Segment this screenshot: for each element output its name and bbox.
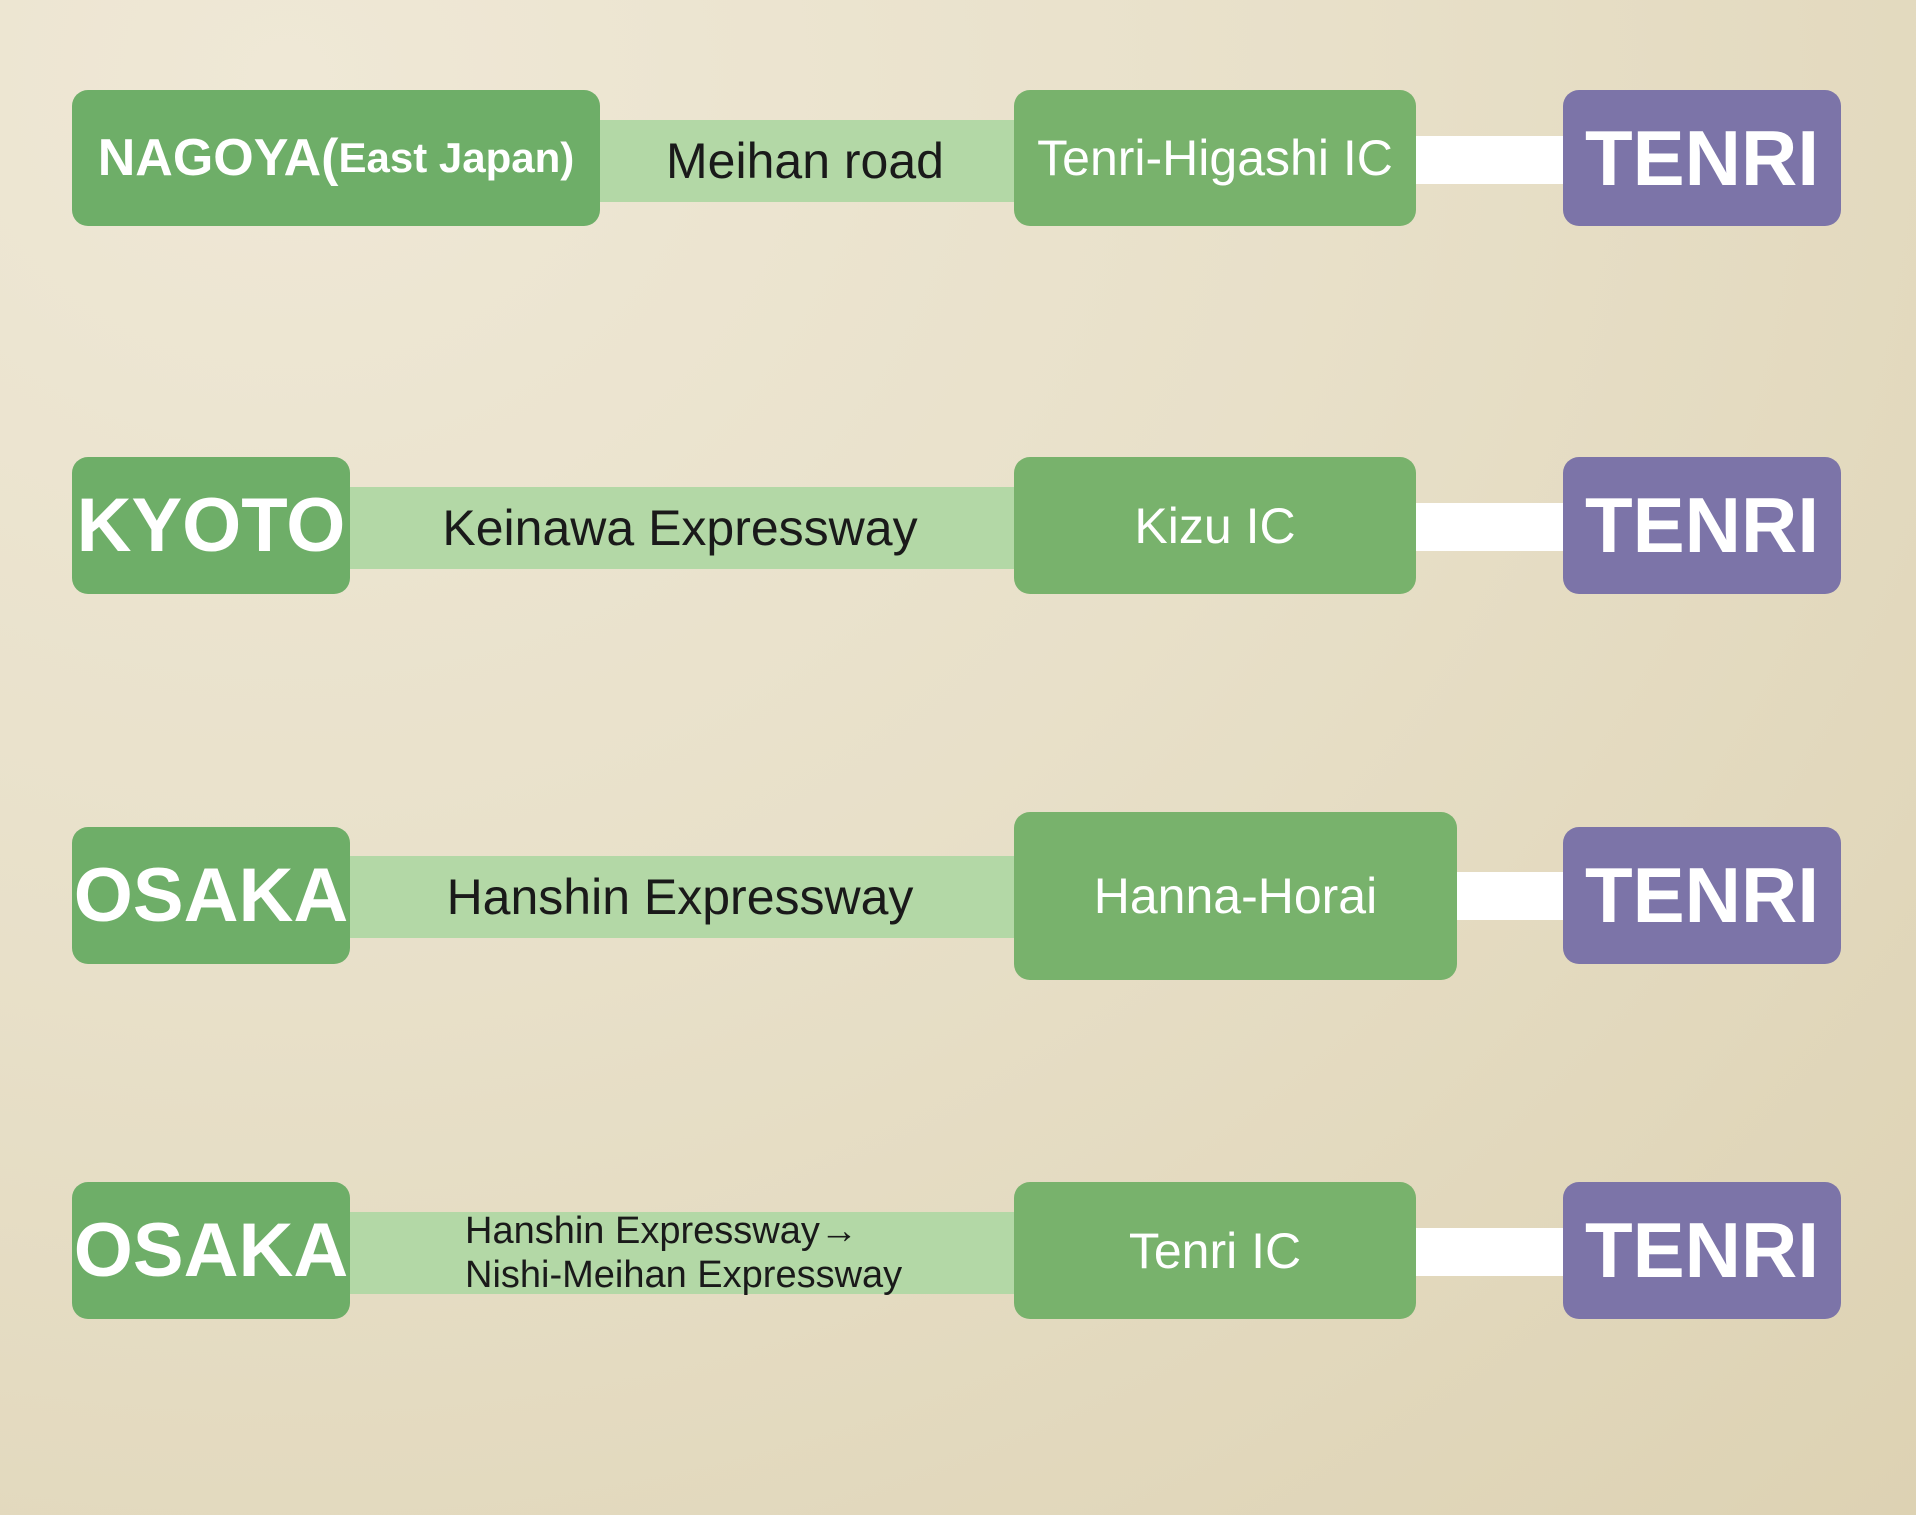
route-nagoya: Meihan road NAGOYA(East Japan) Tenri-Hig… bbox=[0, 90, 1916, 230]
destination-box: TENRI bbox=[1563, 827, 1841, 964]
interchange-box: Kizu IC bbox=[1014, 457, 1416, 594]
road-label: Meihan road bbox=[666, 133, 944, 189]
destination-label: TENRI bbox=[1585, 481, 1819, 569]
road-label: Keinawa Expressway bbox=[442, 500, 918, 556]
connector-line bbox=[1452, 872, 1567, 920]
destination-label: TENRI bbox=[1585, 1206, 1819, 1294]
origin-box: OSAKA bbox=[72, 1182, 350, 1319]
road-label-line-2: Nishi-Meihan Expressway bbox=[465, 1254, 903, 1296]
road-segment: Hanshin Expressway→ Nishi-Meihan Express… bbox=[345, 1210, 1015, 1296]
connector-line bbox=[1412, 503, 1567, 551]
road-segment: Keinawa Expressway bbox=[345, 487, 1015, 569]
interchange-box: Tenri IC bbox=[1014, 1182, 1416, 1319]
interchange-label: Kizu IC bbox=[1134, 497, 1296, 554]
origin-label: KYOTO bbox=[76, 483, 346, 568]
origin-label: OSAKA bbox=[73, 1208, 349, 1293]
origin-box: KYOTO bbox=[72, 457, 350, 594]
origin-label: NAGOYA( bbox=[97, 129, 339, 187]
origin-box: NAGOYA(East Japan) bbox=[72, 90, 600, 226]
road-segment: Hanshin Expressway bbox=[345, 856, 1015, 938]
destination-label: TENRI bbox=[1585, 851, 1819, 939]
road-segment: Meihan road bbox=[595, 120, 1015, 202]
interchange-label: Hanna-Horai bbox=[1093, 868, 1378, 924]
origin-label: OSAKA bbox=[73, 853, 349, 938]
road-label-line-1: Hanshin Expressway→ bbox=[465, 1210, 858, 1252]
connector-line bbox=[1412, 136, 1567, 184]
origin-note: East Japan) bbox=[338, 134, 575, 181]
route-kyoto: Keinawa Expressway KYOTO Kizu IC TENRI bbox=[0, 457, 1916, 597]
destination-label: TENRI bbox=[1585, 113, 1819, 202]
interchange-label: Tenri-Higashi IC bbox=[1037, 130, 1393, 186]
interchange-box: Tenri-Higashi IC bbox=[1014, 90, 1416, 226]
road-label: Hanshin Expressway bbox=[446, 869, 914, 925]
route-osaka-nishi-meihan: Hanshin Expressway→ Nishi-Meihan Express… bbox=[0, 1182, 1916, 1322]
origin-box: OSAKA bbox=[72, 827, 350, 964]
interchange-label: Tenri IC bbox=[1128, 1222, 1302, 1279]
destination-box: TENRI bbox=[1563, 90, 1841, 226]
connector-line bbox=[1412, 1228, 1567, 1276]
interchange-box: Hanna-Horai bbox=[1014, 812, 1457, 980]
destination-box: TENRI bbox=[1563, 1182, 1841, 1319]
destination-box: TENRI bbox=[1563, 457, 1841, 594]
route-osaka-hanshin: Hanshin Expressway OSAKA Hanna-Horai TEN… bbox=[0, 812, 1916, 982]
